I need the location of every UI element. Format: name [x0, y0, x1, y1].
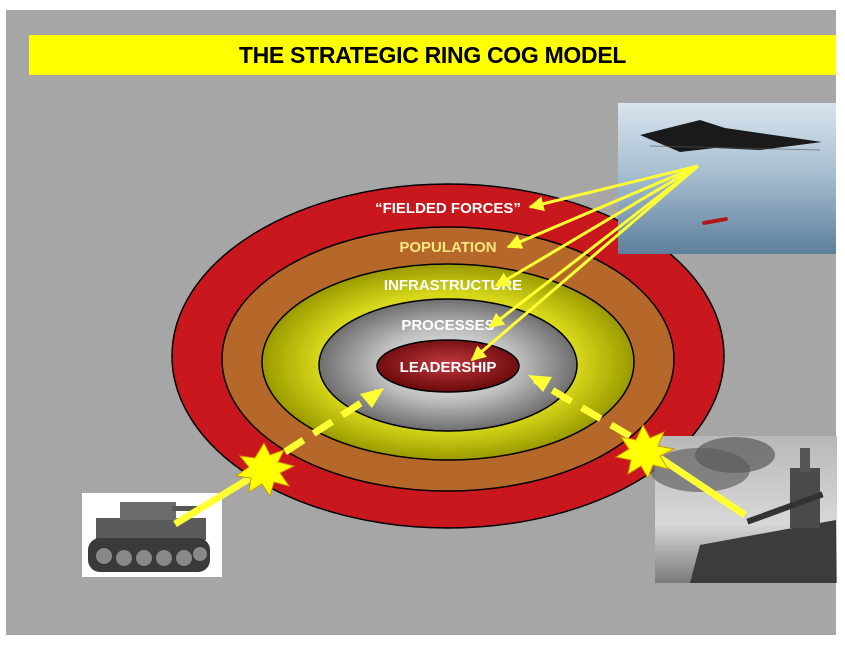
bomber-icon [640, 120, 822, 152]
title-bar: THE STRATEGIC RING COG MODEL [29, 35, 836, 75]
battleship-photo [650, 436, 837, 583]
explosion-icon [614, 423, 676, 480]
explosion-icon [234, 441, 296, 498]
stealth-bomber-photo [618, 103, 836, 254]
label-population: POPULATION [399, 239, 496, 256]
label-processes: PROCESSES [401, 317, 494, 334]
bomber-arrows [470, 164, 699, 362]
battleship-icon [690, 448, 836, 583]
battleship-arrow [528, 375, 747, 518]
page-title: THE STRATEGIC RING COG MODEL [238, 41, 627, 68]
label-infrastructure: INFRASTRUCTURE [384, 277, 522, 294]
tank-icon [88, 502, 210, 572]
label-fielded-forces: “FIELDED FORCES” [375, 200, 521, 217]
label-leadership: LEADERSHIP [400, 359, 497, 376]
tank-arrow [173, 388, 384, 527]
